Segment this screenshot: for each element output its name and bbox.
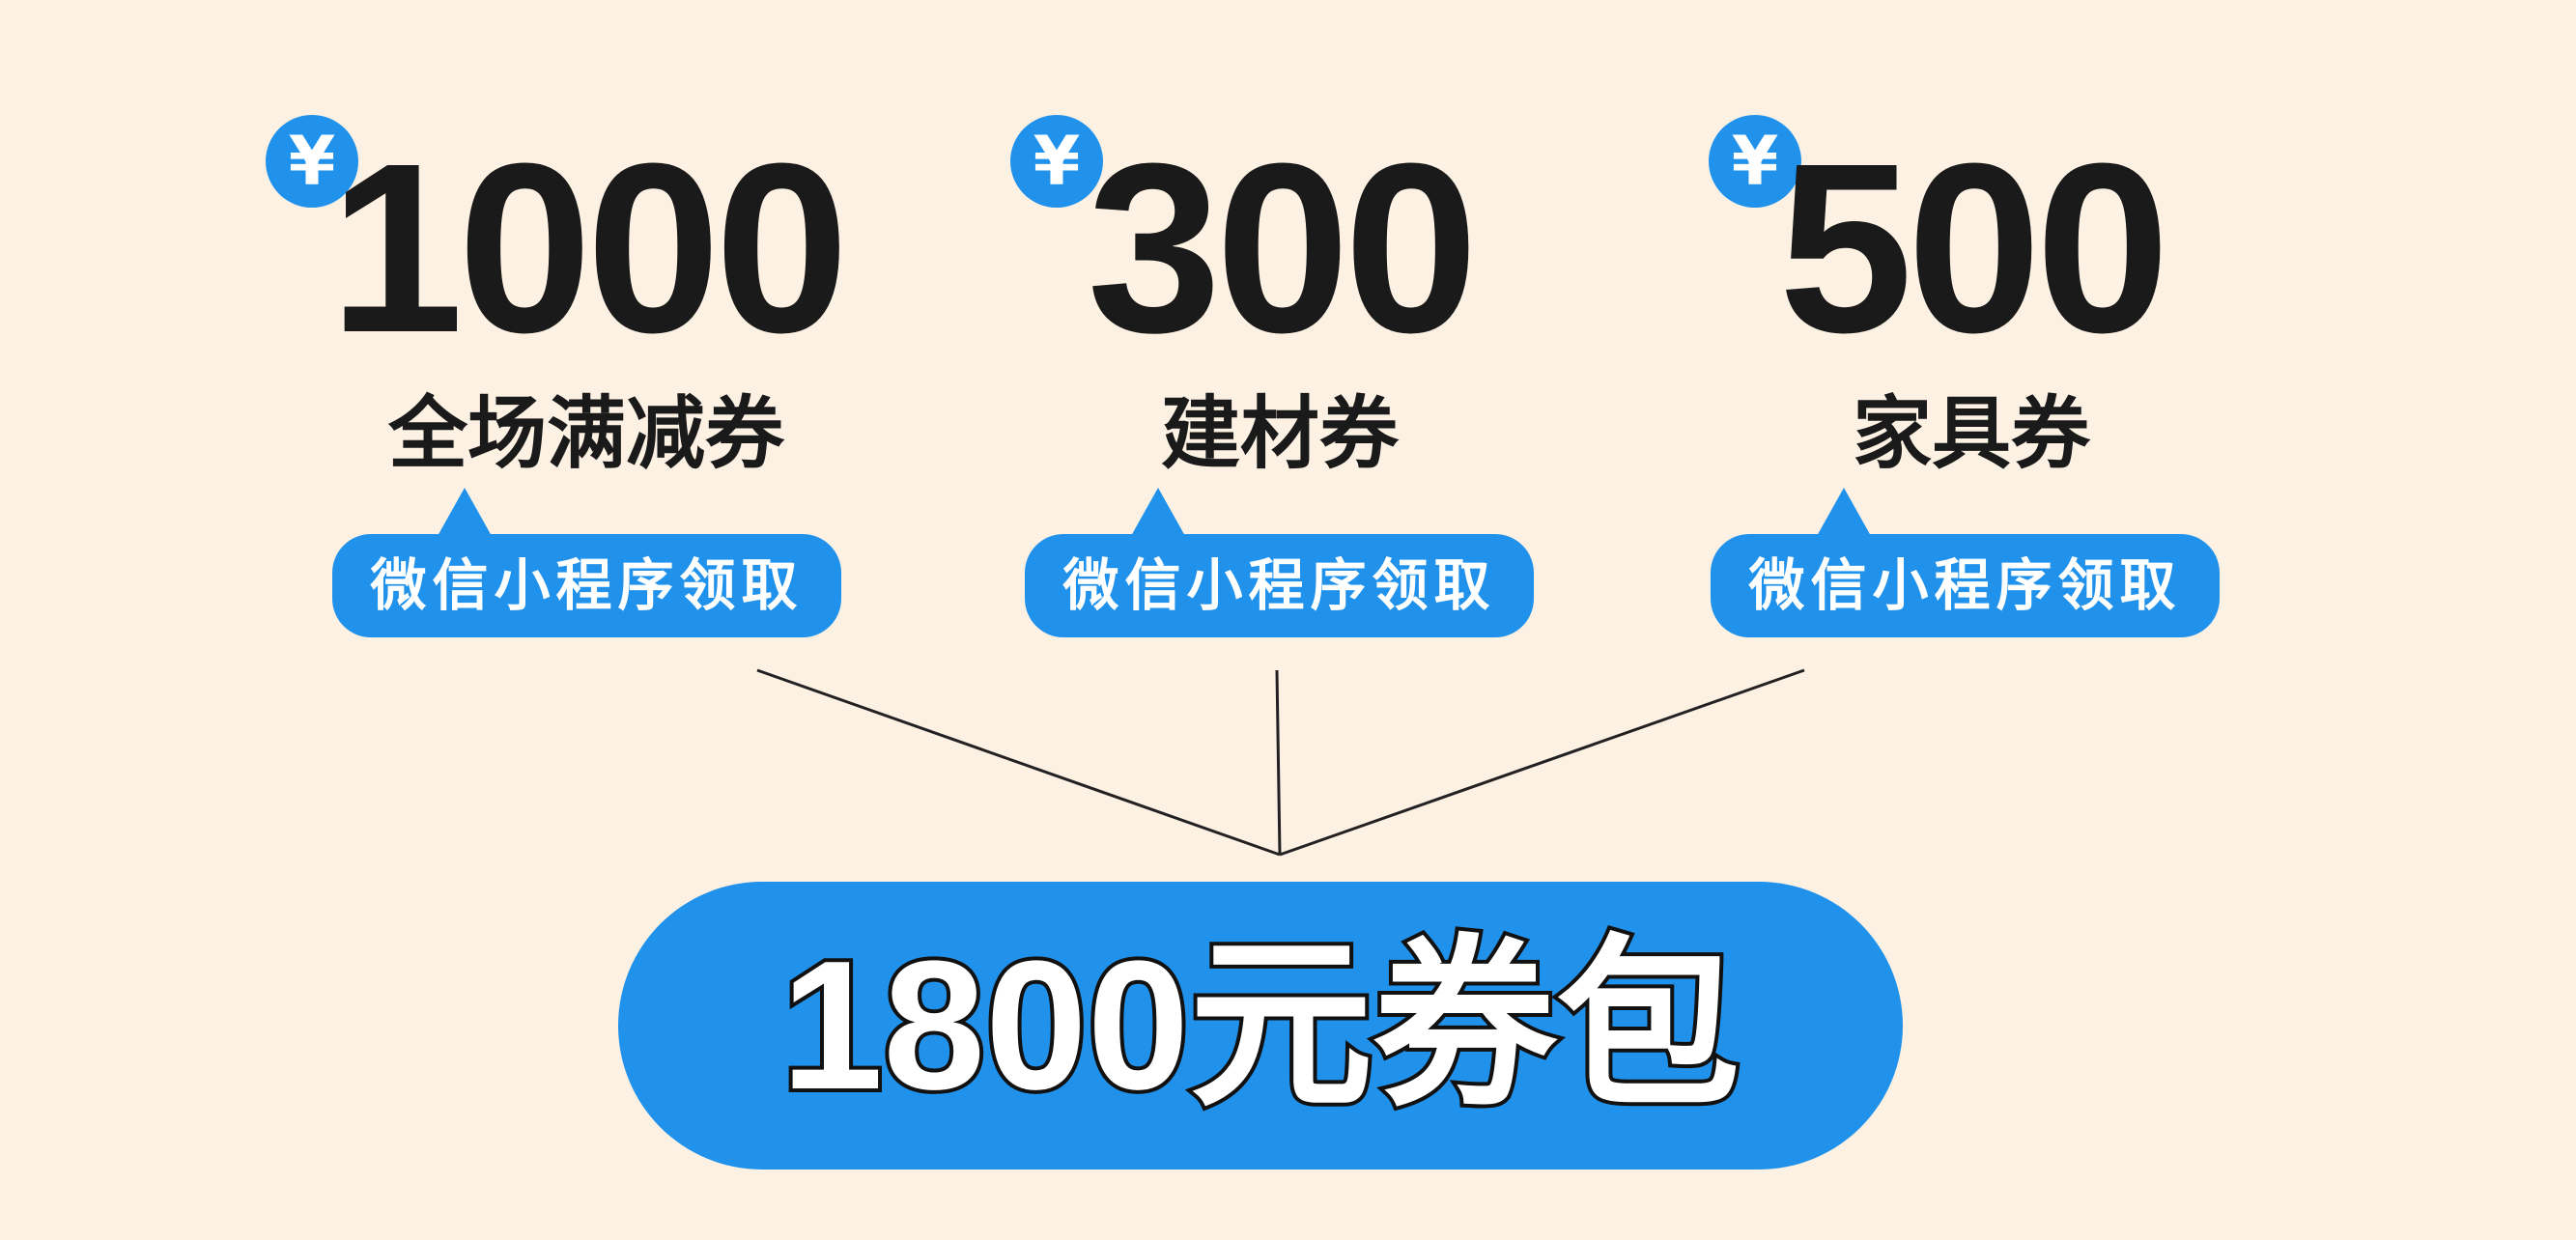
- coupon-label: 家具券: [1852, 388, 2090, 480]
- claim-button[interactable]: 微信小程序领取: [1711, 534, 2220, 637]
- coupon-label: 建材券: [1160, 388, 1399, 480]
- coupon-label: 全场满减券: [387, 388, 784, 480]
- pointer-triangle: [1131, 488, 1185, 536]
- coupon-amount: 1000: [328, 113, 849, 382]
- connector-line-right: [1279, 668, 1805, 857]
- coupon-amount: 500: [1778, 113, 2169, 382]
- coupon-bundle-banner[interactable]: 1800元券包: [618, 882, 1903, 1170]
- yen-icon: ¥: [1010, 115, 1103, 208]
- pointer-triangle: [438, 488, 492, 536]
- coupon-amount: 300: [1087, 113, 1478, 382]
- pointer-triangle: [1817, 488, 1871, 536]
- claim-button[interactable]: 微信小程序领取: [1025, 534, 1534, 637]
- connector-line-left: [756, 668, 1281, 857]
- connector-line-center: [1275, 669, 1282, 856]
- yen-icon: ¥: [266, 115, 358, 208]
- yen-icon: ¥: [1709, 115, 1801, 208]
- claim-button[interactable]: 微信小程序领取: [332, 534, 841, 637]
